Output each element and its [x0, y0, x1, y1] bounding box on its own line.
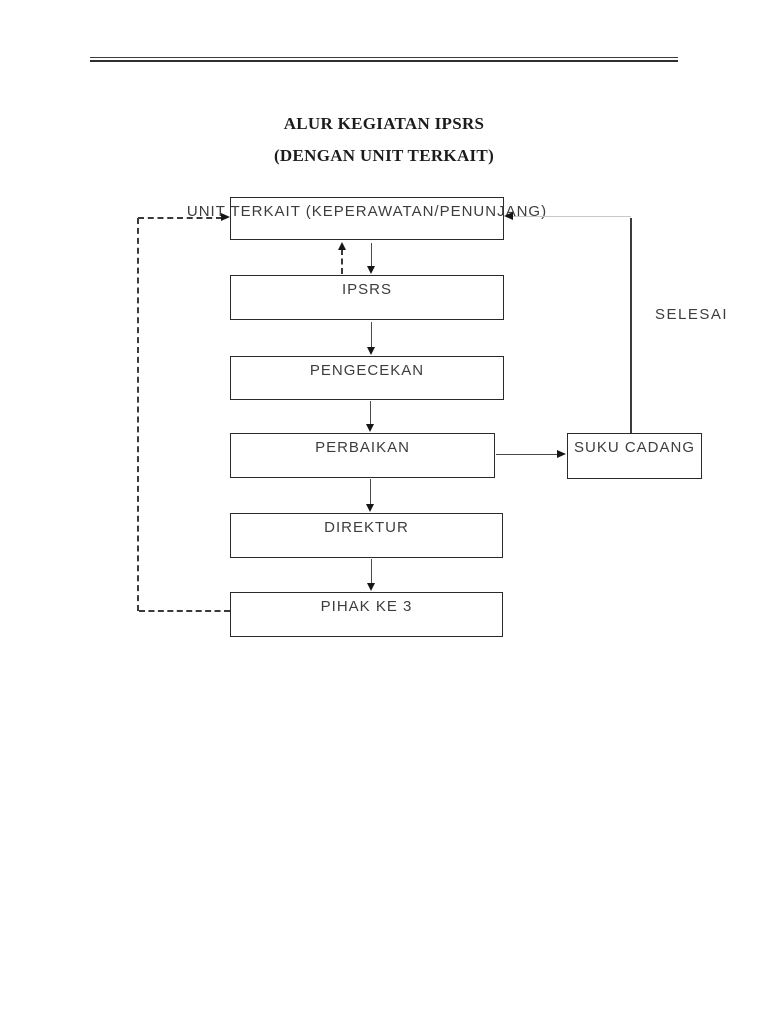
node-unit-terkait-label: UNIT TERKAIT (KEPERAWATAN/PENUNJANG) [186, 203, 548, 220]
node-direktur-label: DIREKTUR [324, 519, 409, 536]
arrow-ipsrs-to-pengecekan [367, 322, 376, 355]
arrow-down-icon [366, 504, 374, 512]
node-perbaikan: PERBAIKAN [230, 433, 495, 478]
arrow-up-icon [338, 242, 346, 250]
arrow-shaft [371, 243, 372, 267]
node-pihak-ke-3: PIHAK KE 3 [230, 592, 503, 637]
arrow-right-icon [557, 450, 566, 458]
line-suku-cadang-up [630, 218, 632, 433]
line-perbaikan-to-suku-cadang [496, 454, 557, 456]
arrow-direktur-to-pihak-ke-3 [367, 559, 376, 591]
arrow-shaft [371, 559, 372, 584]
arrow-shaft [370, 401, 371, 425]
arrow-down-icon [367, 347, 375, 355]
dashed-line-into-unit-terkait [138, 217, 222, 219]
selesai-label: SELESAI [655, 306, 729, 323]
line-selesai-return [513, 216, 631, 218]
header-double-rule [90, 57, 678, 62]
arrow-shaft [341, 249, 343, 274]
node-ipsrs: IPSRS [230, 275, 504, 320]
page-title: ALUR KEGIATAN IPSRS [283, 114, 485, 133]
arrow-shaft [370, 479, 371, 505]
arrow-shaft [371, 322, 372, 348]
node-suku-cadang-label: SUKU CADANG [573, 439, 696, 456]
arrow-ipsrs-to-unit-terkait-dashed [338, 242, 347, 274]
node-unit-terkait: UNIT TERKAIT (KEPERAWATAN/PENUNJANG) [187, 197, 546, 240]
node-suku-cadang: SUKU CADANG [567, 433, 702, 479]
dashed-line-pihak-ke-3-left [139, 610, 230, 612]
arrow-down-icon [366, 424, 374, 432]
arrow-unit-terkait-to-ipsrs [367, 243, 376, 274]
node-pengecekan-label: PENGECEKAN [309, 362, 425, 379]
arrow-right-icon [221, 213, 230, 221]
page-subtitle: (DENGAN UNIT TERKAIT) [273, 146, 495, 165]
node-direktur: DIREKTUR [230, 513, 503, 558]
node-perbaikan-label: PERBAIKAN [315, 439, 410, 456]
arrow-down-icon [367, 266, 375, 274]
node-ipsrs-label: IPSRS [341, 281, 392, 298]
dashed-line-left-rail [137, 218, 139, 611]
arrow-perbaikan-to-direktur [366, 479, 375, 512]
arrow-left-icon [504, 212, 513, 220]
node-pihak-ke-3-label: PIHAK KE 3 [320, 598, 413, 615]
arrow-down-icon [367, 583, 375, 591]
arrow-pengecekan-to-perbaikan [366, 401, 375, 432]
node-pengecekan: PENGECEKAN [230, 356, 504, 400]
